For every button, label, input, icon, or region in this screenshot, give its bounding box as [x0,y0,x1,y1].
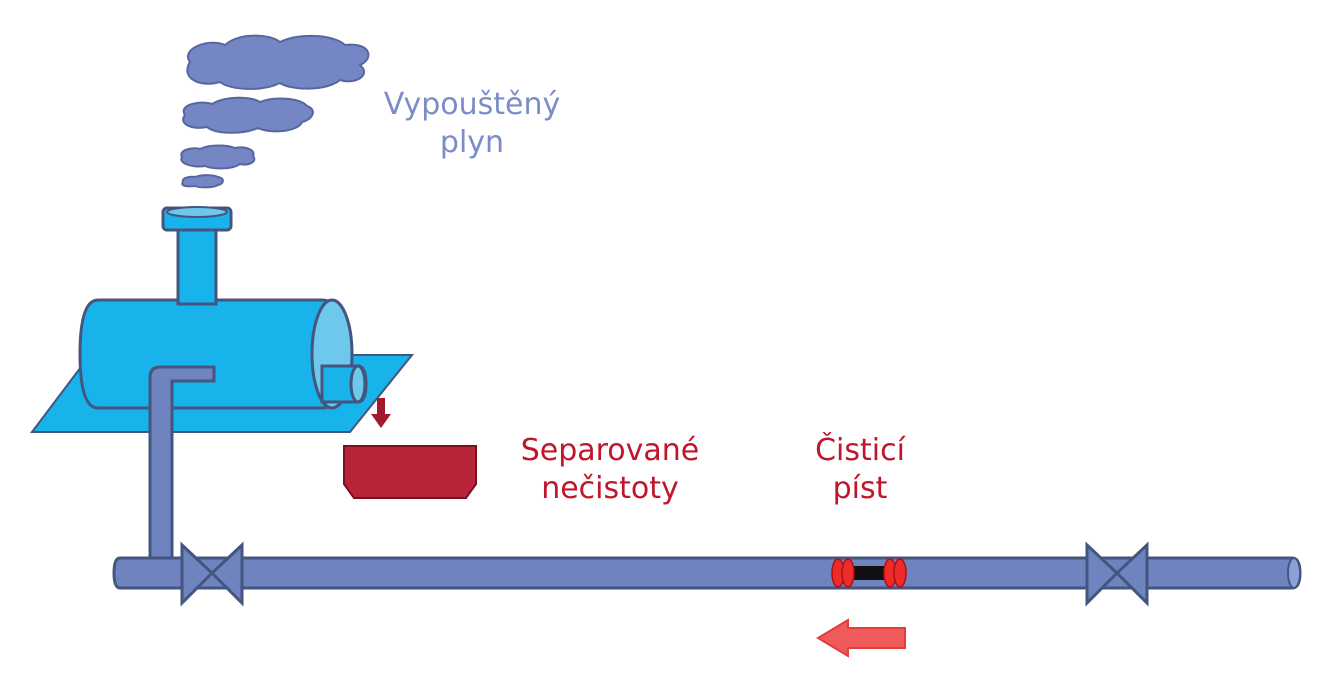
vented-gas-clouds [180,34,370,189]
vent-stack [176,216,218,306]
separated-impurities-label-line2: nečistoty [541,471,679,506]
impurities-container [343,445,477,499]
valve-icon [180,541,244,607]
cloud-icon [180,144,256,170]
vented-gas-label-line2: plyn [439,125,505,160]
vented-gas-label: Vypouštěný plyn [372,86,572,162]
down-arrow-icon [371,398,391,428]
vented-gas-label-line1: Vypouštěný [383,87,561,122]
valve-icon [1085,541,1149,607]
separator-tank [78,206,368,410]
cloud-icon [182,96,314,134]
separated-impurities-label-line1: Separované [520,433,700,468]
cloud-icon [186,34,370,90]
cleaning-pig-label: Čisticí píst [790,432,930,508]
cloud-icon [181,174,224,189]
main-pipeline [112,556,1302,590]
cleaning-pig-label-line2: píst [832,471,888,506]
cleaning-pig [831,558,907,588]
separated-impurities-label: Separované nečistoty [505,432,715,508]
drain-pipe [148,365,216,562]
left-arrow-icon [816,618,906,658]
cleaning-pig-label-line1: Čisticí [815,433,905,468]
